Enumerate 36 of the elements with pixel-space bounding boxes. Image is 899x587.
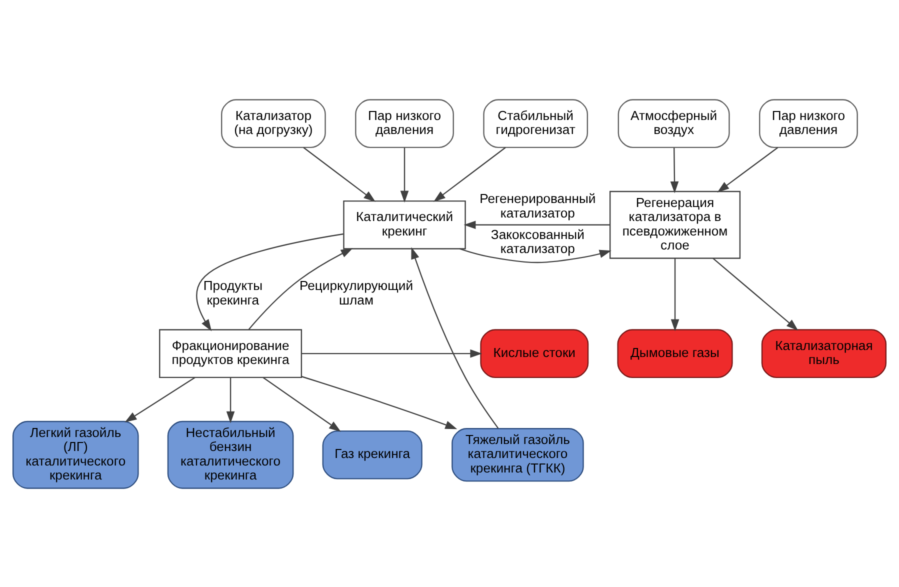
node-box: Тяжелый газойль каталитического крекинга (ТГКК) bbox=[452, 428, 584, 482]
node-box: Фракционирование продуктов крекинга bbox=[159, 328, 302, 378]
node-box: Газ крекинга bbox=[322, 430, 422, 479]
arrow bbox=[301, 375, 458, 429]
node-box: Пар низкого давления bbox=[759, 98, 858, 148]
arrow bbox=[460, 248, 612, 263]
edge-label: Продукты крекинга bbox=[203, 278, 263, 307]
node-box: Стабильный гидрогенизат bbox=[483, 98, 588, 148]
node-box: Катализаторная пыль bbox=[761, 328, 887, 378]
arrow bbox=[124, 376, 196, 422]
arrow bbox=[248, 248, 353, 330]
arrow bbox=[226, 377, 235, 423]
node-box: Легкий газойль (ЛГ) каталитического крекинга bbox=[12, 420, 139, 488]
edge-label: Закоксованный катализатор bbox=[490, 226, 584, 256]
arrow bbox=[302, 348, 482, 358]
arrow bbox=[303, 146, 376, 202]
node-box: Дымовые газы bbox=[617, 328, 733, 378]
arrow bbox=[670, 147, 679, 193]
edge-label: Регенерированный катализатор bbox=[480, 190, 596, 220]
node-box: Нестабильный бензин каталитического крекинга bbox=[167, 420, 294, 488]
arrow bbox=[262, 376, 341, 432]
node-box: Катализатор (на догрузку) bbox=[221, 98, 326, 148]
arrow bbox=[400, 147, 409, 202]
arrow bbox=[464, 220, 610, 229]
arrow bbox=[712, 257, 798, 330]
node-box: Пар низкого давления bbox=[355, 98, 454, 148]
arrow bbox=[196, 232, 344, 331]
arrow bbox=[433, 146, 506, 202]
arrow bbox=[717, 146, 778, 192]
node-box: Каталитический крекинг bbox=[343, 200, 466, 249]
node-box: Атмосферный воздух bbox=[618, 98, 730, 148]
arrow bbox=[670, 258, 680, 331]
node-box: Кислые стоки bbox=[480, 328, 589, 378]
arrow bbox=[411, 246, 499, 428]
node-box: Регенерация катализатора в псевдожиженном слое bbox=[609, 190, 741, 258]
edge-label: Рециркулирующий шлам bbox=[299, 278, 414, 307]
